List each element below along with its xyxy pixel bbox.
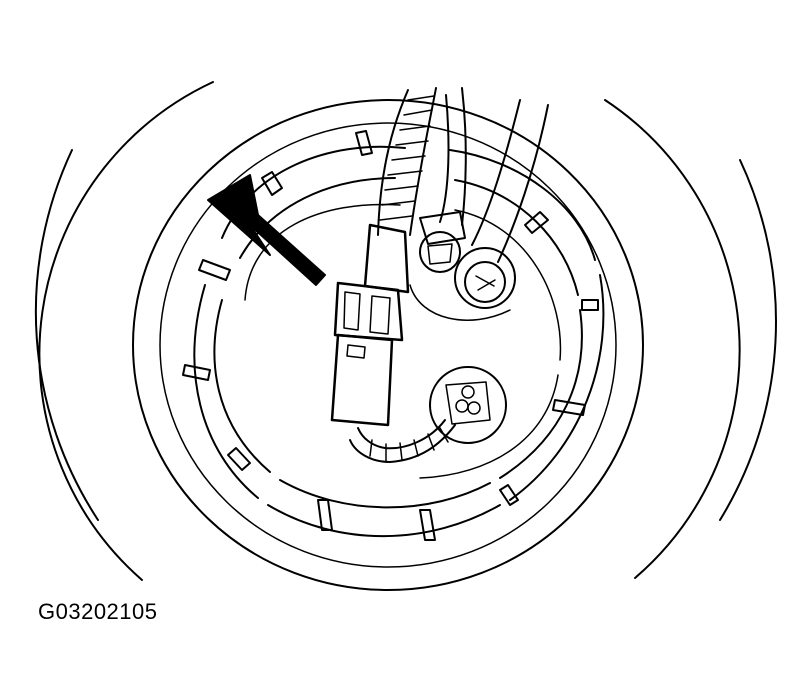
flange-rings <box>132 99 644 591</box>
inner-plate <box>244 203 562 479</box>
fuel-line-tube <box>471 99 549 263</box>
outer-tank-arcs <box>34 81 777 581</box>
lower-fitting <box>349 366 507 463</box>
figure-id-label: G03202105 <box>38 599 158 624</box>
lock-ring <box>193 145 605 538</box>
lock-ring-tabs <box>182 130 599 541</box>
arrow-shape <box>207 174 326 286</box>
fuel-fittings <box>409 211 516 321</box>
pointer-arrow <box>207 174 326 286</box>
illustration-svg <box>34 81 777 591</box>
fuel-pump-module-illustration <box>34 81 777 591</box>
electrical-connector <box>330 223 410 427</box>
wiring-harness <box>377 87 467 236</box>
